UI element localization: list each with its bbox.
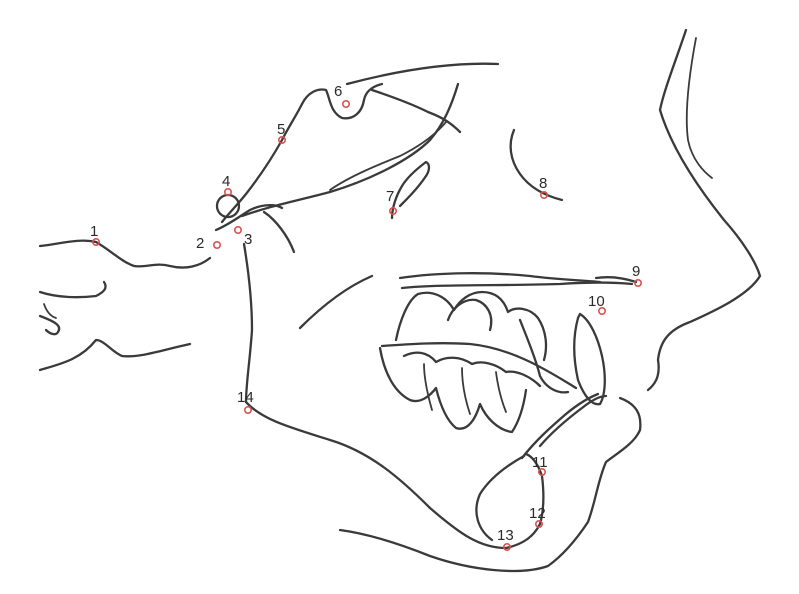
lower-molar-crowns — [402, 351, 542, 388]
occipital-contour-lower — [38, 314, 61, 336]
soft-tissue-forehead-nose — [646, 28, 762, 392]
orbit-contour — [509, 128, 564, 202]
tooth-detail-3 — [495, 371, 507, 413]
landmark-5-dot — [277, 136, 286, 145]
landmark-5: 5 — [277, 121, 286, 145]
landmark-4-dot — [224, 188, 233, 197]
landmark-12: 12 — [529, 505, 546, 528]
soft-tissue-nasal-inner — [685, 37, 713, 179]
lower-midface-line — [298, 274, 374, 330]
landmark-9-dot — [633, 278, 642, 287]
clivus-anterior — [220, 102, 304, 224]
landmark-10: 10 — [588, 293, 606, 315]
lower-incisor — [520, 392, 600, 460]
landmark-3-dot — [234, 226, 243, 235]
landmark-10-dot — [597, 306, 606, 315]
pterygomaxillary-fissure — [390, 160, 431, 220]
landmark-7: 7 — [386, 188, 397, 216]
landmark-8-dot — [539, 191, 548, 200]
cranial-base-line — [240, 82, 460, 218]
landmark-11-dot — [537, 467, 546, 476]
landmark-4: 4 — [222, 173, 233, 197]
soft-tissue-lower-lip-chin — [338, 396, 642, 573]
sella-turcica — [300, 82, 384, 120]
landmark-11: 11 — [532, 454, 548, 476]
ear-canal-line — [43, 303, 57, 319]
landmark-13-label: 13 — [497, 527, 514, 544]
mandibular-body — [244, 400, 508, 550]
landmark-3: 3 — [234, 226, 252, 248]
landmark-7-dot — [388, 207, 397, 216]
landmark-1-label: 1 — [90, 223, 98, 240]
tooth-detail-2 — [461, 367, 471, 415]
landmark-2-label: 2 — [196, 235, 204, 252]
landmark-7-label: 7 — [386, 188, 394, 205]
landmark-12-dot — [534, 519, 543, 528]
landmark-13-dot — [502, 542, 511, 551]
landmark-6: 6 — [334, 83, 350, 109]
mandibular-ramus — [242, 242, 254, 404]
maxilla-lower-contour — [400, 281, 634, 290]
mastoid-contour — [38, 239, 212, 269]
lower-molars — [378, 346, 528, 434]
landmark-5-label: 5 — [277, 121, 285, 138]
landmark-12-label: 12 — [529, 505, 546, 522]
anterior-nasal-spine — [594, 276, 638, 284]
upper-molar-roots — [446, 298, 493, 332]
cervical-contour — [38, 338, 192, 372]
landmark-9: 9 — [632, 263, 642, 287]
landmark-4-label: 4 — [222, 173, 230, 190]
upper-incisor — [573, 312, 606, 406]
palatal-plane — [398, 272, 602, 284]
occipital-contour-upper — [38, 280, 107, 299]
landmark-8: 8 — [539, 175, 548, 200]
upper-molars — [394, 290, 548, 362]
tooth-detail-1 — [423, 363, 433, 411]
landmark-2-dot — [213, 241, 222, 250]
cranial-floor — [329, 121, 447, 191]
landmark-11-label: 11 — [532, 454, 548, 471]
clivus-posterior — [370, 88, 462, 134]
glenoid-fossa — [214, 204, 284, 232]
landmark-14-label: 14 — [237, 389, 254, 406]
landmark-9-label: 9 — [632, 263, 640, 280]
lower-incisor-lingual — [538, 394, 608, 448]
occlusal-line — [380, 342, 578, 390]
symphysis-outline — [504, 452, 545, 550]
landmark-6-label: 6 — [334, 83, 342, 100]
upper-premolar — [518, 318, 570, 394]
landmark-2: 2 — [196, 235, 222, 252]
landmark-6-dot — [341, 100, 350, 109]
landmark-8-label: 8 — [539, 175, 547, 192]
landmark-10-label: 10 — [588, 293, 605, 310]
landmark-14-dot — [244, 405, 253, 414]
landmark-13: 13 — [497, 527, 514, 551]
anterior-cranial-base — [345, 62, 500, 86]
landmark-1: 1 — [90, 223, 101, 247]
articular-eminence — [262, 210, 296, 254]
landmark-1-dot — [92, 238, 101, 247]
landmark-3-label: 3 — [244, 231, 252, 248]
symphysis-inner — [475, 454, 526, 542]
landmark-14: 14 — [237, 389, 254, 414]
